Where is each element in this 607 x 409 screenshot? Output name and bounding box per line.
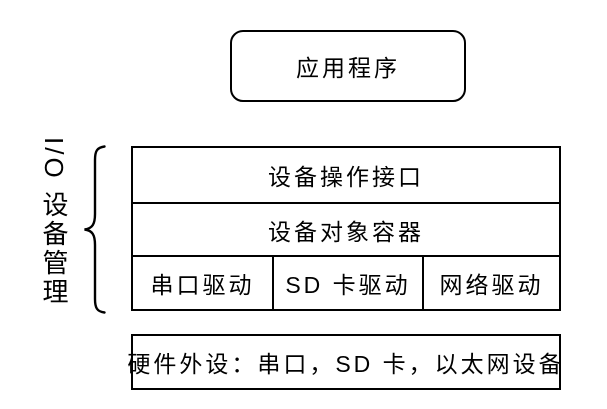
driver-row: 串口驱动 SD 卡驱动 网络驱动 bbox=[133, 257, 559, 309]
sd-card-driver-label: SD 卡驱动 bbox=[285, 272, 411, 298]
network-driver-label: 网络驱动 bbox=[439, 272, 544, 298]
device-object-container-label: 设备对象容器 bbox=[268, 218, 424, 245]
device-operation-interface-label: 设备操作接口 bbox=[268, 164, 424, 190]
layer-device-object-container: 设备对象容器 bbox=[133, 204, 559, 257]
application-box-label: 应用程序 bbox=[296, 55, 400, 81]
grouping-brace bbox=[84, 145, 106, 314]
io-management-stack: 设备操作接口 设备对象容器 串口驱动 SD 卡驱动 网络驱动 bbox=[131, 146, 561, 311]
layer-drivers: 串口驱动 SD 卡驱动 网络驱动 bbox=[133, 257, 559, 309]
hardware-peripherals-box: 硬件外设：串口，SD 卡，以太网设备 bbox=[127, 334, 562, 390]
cell-sd-card-driver: SD 卡驱动 bbox=[274, 257, 424, 309]
application-box: 应用程序 bbox=[230, 30, 466, 102]
cell-network-driver: 网络驱动 bbox=[424, 257, 559, 309]
brace-path bbox=[84, 145, 106, 314]
serial-driver-label: 串口驱动 bbox=[150, 272, 255, 298]
hardware-peripherals-label: 硬件外设：串口，SD 卡，以太网设备 bbox=[127, 351, 565, 377]
layer-device-operation-interface: 设备操作接口 bbox=[133, 148, 559, 204]
cell-serial-driver: 串口驱动 bbox=[133, 257, 274, 309]
io-device-management-label: I/O 设备管理 bbox=[39, 137, 69, 307]
